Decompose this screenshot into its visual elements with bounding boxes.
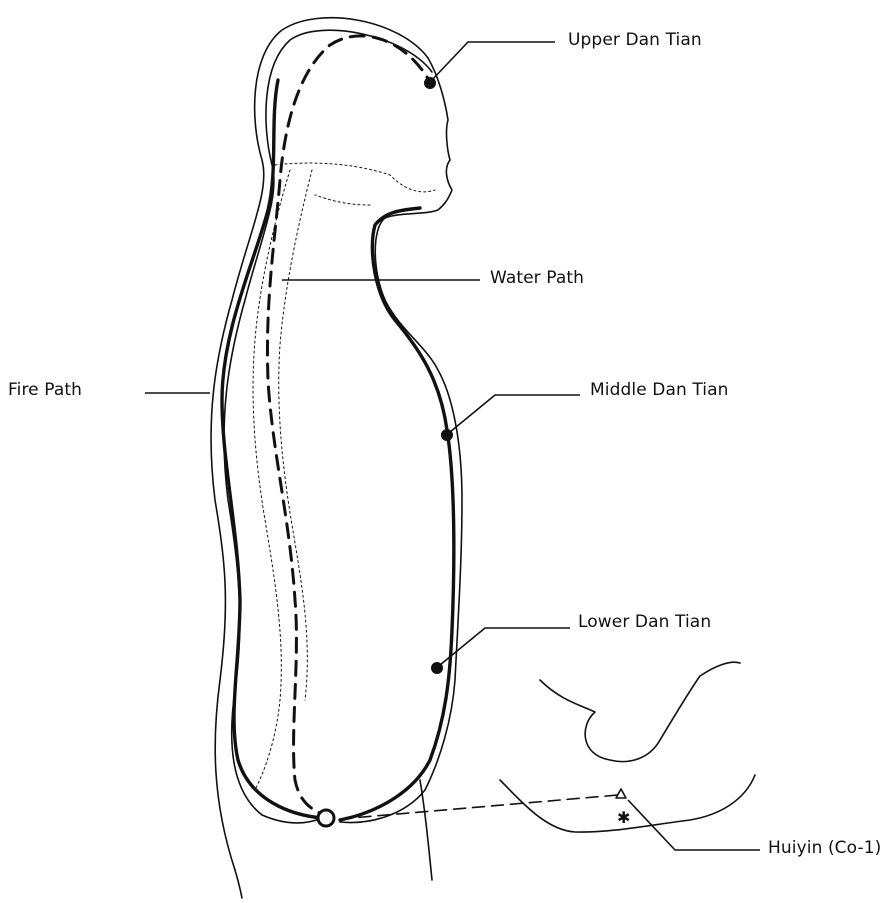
huiyin-label: Huiyin (Co-1) <box>768 838 881 858</box>
huiyin-point <box>318 810 334 826</box>
lower-dan-tian-leader <box>440 628 570 665</box>
middle-dan-tian-leader <box>450 395 580 432</box>
huiyin-triangle-icon <box>616 789 626 798</box>
upper-dan-tian-leader <box>432 42 555 80</box>
middle-dan-tian-label: Middle Dan Tian <box>590 380 729 400</box>
water-path-line <box>267 36 430 818</box>
water-path-label: Water Path <box>490 268 584 288</box>
huiyin-asterisk-icon: ✱ <box>617 808 630 827</box>
body-outline-inner-back <box>224 30 432 823</box>
huiyin-leader <box>628 800 760 850</box>
jaw-dotted <box>275 163 435 205</box>
pelvis-inset <box>540 662 740 761</box>
upper-dan-tian-label: Upper Dan Tian <box>568 30 702 50</box>
body-outline-back <box>211 18 428 870</box>
lower-dan-tian-label: Lower Dan Tian <box>578 612 711 632</box>
fire-path-label: Fire Path <box>8 380 82 400</box>
front-thick-line <box>340 208 454 820</box>
